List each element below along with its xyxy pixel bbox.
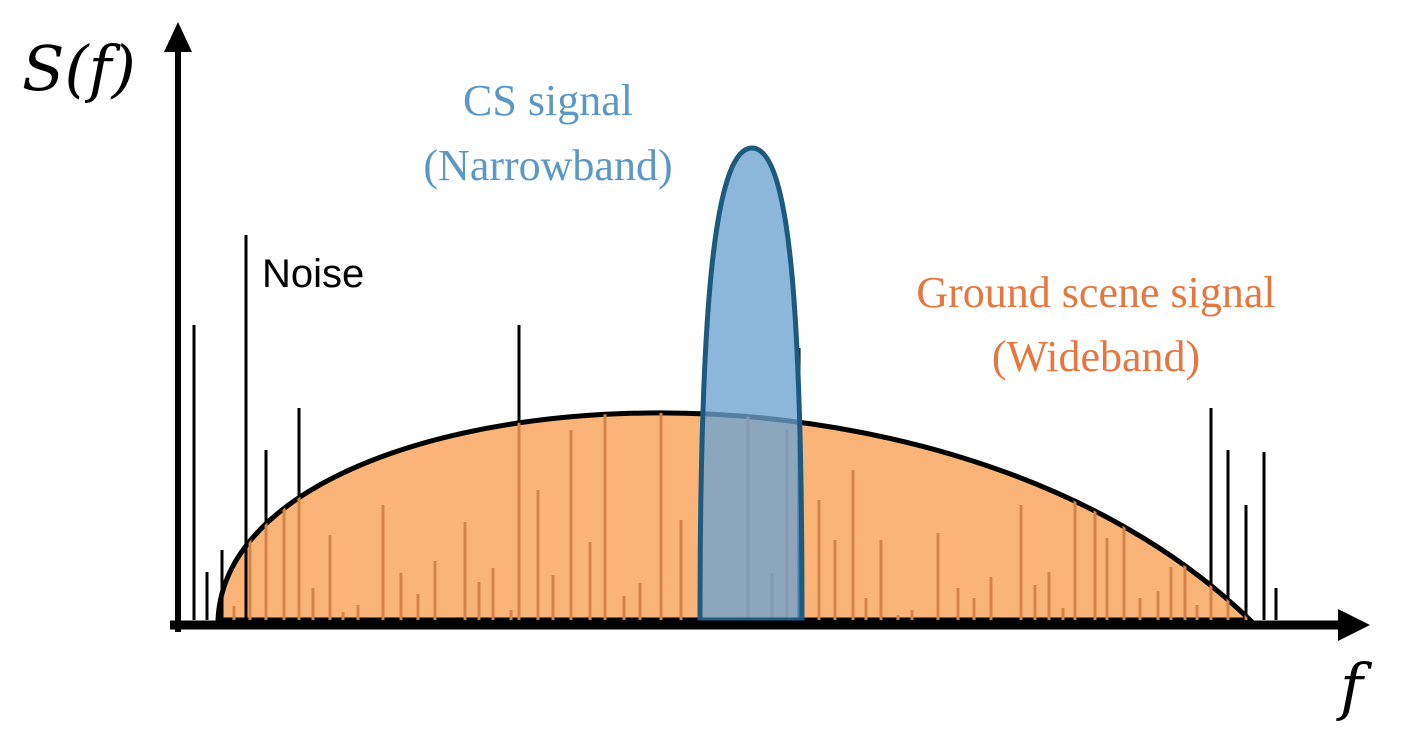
y-axis-arrow [164,22,192,52]
noise-label: Noise [262,252,364,296]
x-axis-arrow [1338,609,1370,641]
x-axis-label: f [1336,650,1373,723]
cs-signal-title: CS signal [463,76,633,125]
ground-signal-subtitle: (Wideband) [992,332,1200,381]
axes [164,22,1370,641]
cs-signal-shape [697,145,805,623]
y-axis-label: S(f) [22,32,136,105]
ground-signal-title: Ground scene signal [916,268,1275,317]
cs-signal-subtitle: (Narrowband) [423,141,672,190]
